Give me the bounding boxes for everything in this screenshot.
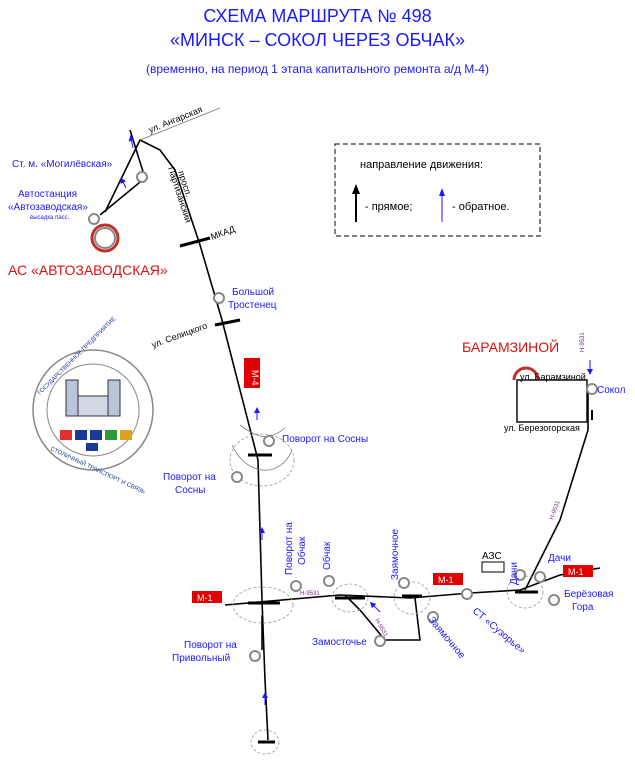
label-obchak: Обчак: [321, 541, 333, 570]
title-line-1: СХЕМА МАРШРУТА № 498: [203, 6, 432, 26]
label-metro: Ст. м. «Могилёвская»: [12, 159, 113, 170]
label-drop-off: высадка пасс.: [30, 215, 70, 221]
street-labels: ул. Ангарская просп. Партизанский МКАД у…: [147, 104, 586, 433]
n9531-label-a: Н-9531: [300, 591, 320, 597]
end-terminal-icon: [512, 366, 540, 381]
label-bus-station-1: Автостанция: [18, 189, 77, 200]
company-logo: ГОСУДАРСТВЕННОЕ ПРЕДПРИЯТИЕ СТОЛИЧНЫЙ ТР…: [32, 316, 154, 496]
terminals: [90, 223, 540, 381]
end-terminal-label: БАРАМЗИНОЙ: [462, 338, 559, 355]
label-dachi-1: Дачи: [509, 562, 520, 585]
label-obchak-turn-2: Обчак: [296, 536, 308, 565]
label-zayamochnoe-1: Заямочное: [390, 528, 401, 580]
label-dachi-2: Дачи: [548, 553, 571, 564]
legend: направление движения: - прямое; - обратн…: [334, 143, 541, 237]
legend-forward: - прямое;: [365, 201, 412, 213]
label-azs: АЗС: [482, 551, 502, 562]
m1-badge-right: М-1: [568, 567, 584, 577]
label-obchak-turn-1: Поворот на: [284, 522, 295, 575]
start-terminal-label: АС «АВТОЗАВОДСКАЯ»: [8, 262, 168, 278]
m1-badge-left: М-1: [197, 593, 213, 603]
label-berezovaya-2: Гора: [572, 602, 594, 613]
label-sosny-left-2: Сосны: [175, 485, 206, 496]
label-berezovaya-1: Берёзовая: [564, 589, 613, 600]
direction-arrows: [120, 135, 593, 705]
label-privolny-2: Привольный: [172, 653, 230, 664]
street-berezogorskaya: ул. Березогорская: [504, 423, 580, 433]
title-line-2: «МИНСК – СОКОЛ ЧЕРЕЗ ОБЧАК»: [170, 30, 465, 50]
label-sosny-right: Поворот на Сосны: [282, 434, 368, 445]
legend-heading: направление движения:: [360, 159, 483, 171]
label-privolny-1: Поворот на: [184, 640, 237, 651]
start-terminal-icon: [90, 223, 120, 253]
subtitle: (временно, на период 1 этапа капитальног…: [146, 62, 489, 76]
street-mkad: МКАД: [209, 224, 236, 242]
street-baramzinoy: ул. Барамзиной: [520, 372, 586, 382]
street-angarskaya: ул. Ангарская: [147, 104, 204, 135]
label-zayamochnoe-2: Заямочное: [426, 615, 468, 662]
m1-badge-mid: М-1: [438, 575, 454, 585]
label-st-suzorye: СТ «Сузорье»: [470, 606, 528, 657]
m4-badge: М-4: [250, 370, 260, 386]
label-sosny-left-1: Поворот на: [163, 472, 216, 483]
n9531-label-d: Н-9531: [580, 332, 586, 352]
label-sokol: Сокол: [597, 385, 626, 396]
legend-reverse: - обратное.: [452, 201, 510, 213]
street-selitskogo: ул. Селицкого: [150, 321, 208, 350]
fuel-station-icon: [481, 561, 505, 573]
stop-markers: [88, 171, 598, 662]
label-zamostochye: Замосточье: [312, 637, 367, 648]
label-bus-station-2: «Автозаводская»: [8, 202, 88, 213]
interchanges: [179, 236, 544, 755]
label-bolshoy-1: Большой: [232, 287, 274, 298]
label-bolshoy-2: Тростенец: [228, 300, 277, 311]
